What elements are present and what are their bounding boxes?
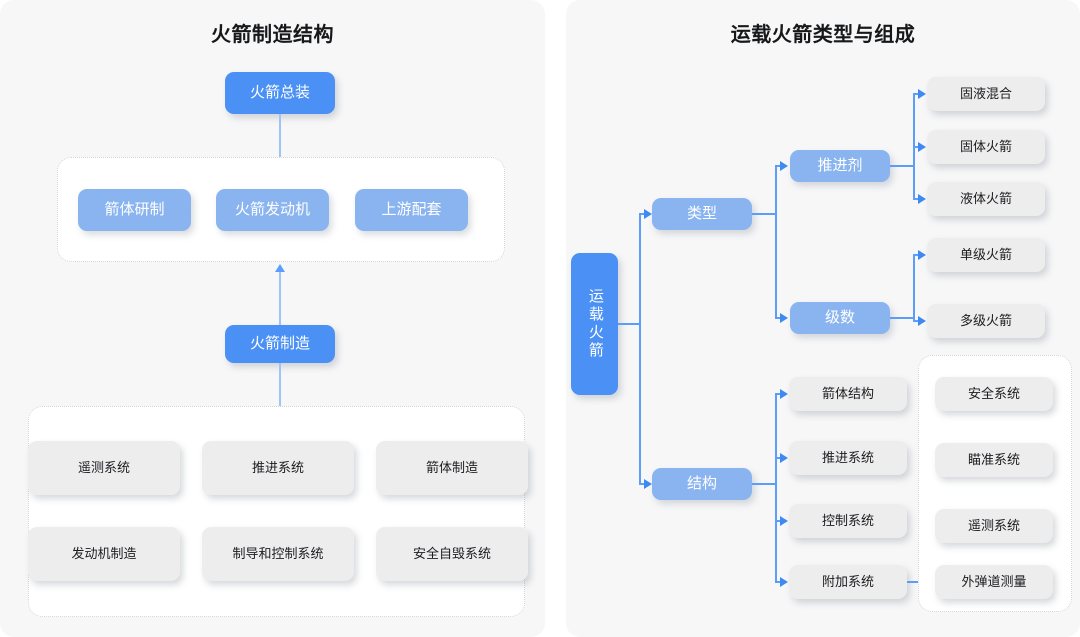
connector-propellant-stub <box>890 165 914 167</box>
arrow-to-single-stage <box>918 250 926 260</box>
node-upstream-supporting[interactable]: 上游配套 <box>355 189 468 231</box>
node-propulsion-system[interactable]: 推进系统 <box>202 441 354 495</box>
node-telemetry-system[interactable]: 遥测系统 <box>28 441 180 495</box>
node-rocket-body-manufacturing[interactable]: 箭体制造 <box>376 441 528 495</box>
connector-manufacture-to-group <box>279 272 281 325</box>
arrow-to-type <box>644 209 652 219</box>
connector-assembly-to-group <box>279 114 281 158</box>
arrow-to-propulsion-system <box>780 453 788 463</box>
connector-root-spine <box>639 214 641 484</box>
node-liquid-rocket[interactable]: 液体火箭 <box>927 182 1045 216</box>
node-additional-system[interactable]: 附加系统 <box>789 565 907 599</box>
node-rocket-final-assembly[interactable]: 火箭总装 <box>225 72 335 114</box>
arrow-to-solid-rocket <box>918 142 926 152</box>
arrow-to-liquid-rocket <box>918 194 926 204</box>
node-safety-system[interactable]: 安全系统 <box>935 377 1053 411</box>
node-propulsion-system-right[interactable]: 推进系统 <box>789 441 907 475</box>
node-engine-manufacturing[interactable]: 发动机制造 <box>28 527 180 581</box>
connector-additional-to-group <box>907 581 921 583</box>
arrow-to-additional-system <box>780 577 788 587</box>
arrow-to-stages <box>780 313 788 323</box>
node-single-stage-rocket[interactable]: 单级火箭 <box>927 238 1045 272</box>
arrow-to-rocket-body-structure <box>780 389 788 399</box>
left-panel-title: 火箭制造结构 <box>211 24 334 46</box>
node-aiming-system[interactable]: 瞄准系统 <box>935 443 1053 477</box>
right-panel-title: 运载火箭类型与组成 <box>730 24 916 46</box>
node-external-trajectory-measurement[interactable]: 外弹道测量 <box>935 565 1053 599</box>
bottom-group-container <box>28 406 525 617</box>
arrow-up-to-group <box>275 264 285 272</box>
node-structure[interactable]: 结构 <box>652 468 752 500</box>
connector-root-stub <box>618 323 640 325</box>
arrow-to-propellant <box>780 161 788 171</box>
node-solid-liquid-hybrid[interactable]: 固液混合 <box>927 77 1045 111</box>
connector-type-spine <box>775 166 777 318</box>
node-solid-rocket[interactable]: 固体火箭 <box>927 130 1045 164</box>
arrow-to-multi-stage <box>918 316 926 326</box>
node-stage-count[interactable]: 级数 <box>790 302 890 334</box>
node-guidance-control-system[interactable]: 制导和控制系统 <box>202 527 354 581</box>
node-telemetry-system-right[interactable]: 遥测系统 <box>935 509 1053 543</box>
arrow-to-solid-liquid-hybrid <box>918 89 926 99</box>
node-rocket-body-development[interactable]: 箭体研制 <box>78 189 191 231</box>
arrow-to-structure <box>644 479 652 489</box>
connector-manufacture-to-bottom <box>279 363 281 408</box>
node-safety-self-destruct-system[interactable]: 安全自毁系统 <box>376 527 528 581</box>
connector-type-stub <box>752 213 776 215</box>
node-propellant[interactable]: 推进剂 <box>790 150 890 182</box>
node-multi-stage-rocket[interactable]: 多级火箭 <box>927 304 1045 338</box>
node-rocket-manufacturing[interactable]: 火箭制造 <box>225 325 335 363</box>
node-launch-vehicle-root[interactable]: 运载火箭 <box>571 253 618 395</box>
node-control-system[interactable]: 控制系统 <box>789 504 907 538</box>
right-panel: 运载火箭类型与组成 运载火箭 类型 推进剂 级数 固液混合 固体火箭 <box>566 0 1080 637</box>
left-panel: 火箭制造结构 火箭总装 箭体研制 火箭发动机 上游配套 火箭制造 遥测系统 推进… <box>28 24 528 617</box>
connector-stages-stub <box>890 317 914 319</box>
node-rocket-body-structure[interactable]: 箭体结构 <box>789 377 907 411</box>
connector-stages-spine <box>913 255 915 321</box>
connector-structure-stub <box>752 483 776 485</box>
arrow-to-control-system <box>780 516 788 526</box>
node-type[interactable]: 类型 <box>652 198 752 230</box>
connector-structure-spine <box>775 394 777 583</box>
node-rocket-engine[interactable]: 火箭发动机 <box>216 189 329 231</box>
